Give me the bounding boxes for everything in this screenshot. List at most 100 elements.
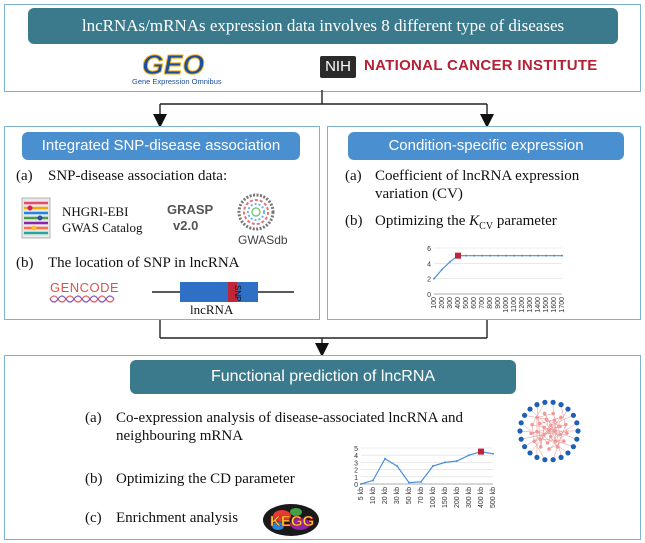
data-point: [545, 255, 547, 257]
series-line: [434, 256, 562, 279]
network-node: [565, 450, 570, 455]
data-point: [473, 255, 475, 257]
network-node: [547, 429, 551, 433]
x-tick-label: 300 kb: [466, 487, 473, 508]
x-tick-label: 300: [447, 297, 454, 309]
x-tick-label: 200: [439, 297, 446, 309]
data-point: [449, 261, 451, 263]
network-node: [551, 457, 556, 462]
network-node: [530, 423, 534, 427]
left-panel-header: Integrated SNP-disease association: [22, 132, 300, 160]
network-node: [551, 400, 556, 405]
x-tick-label: 70 kb: [418, 487, 425, 504]
gencode-text: GENCODE: [50, 280, 119, 295]
x-tick-label: 900: [495, 297, 502, 309]
x-tick-label: 30 kb: [394, 487, 401, 504]
data-point: [553, 255, 555, 257]
network-node: [562, 439, 566, 443]
network-node: [532, 439, 536, 443]
data-point: [537, 255, 539, 257]
network-node: [547, 447, 551, 451]
left-item-a-label: (a): [16, 168, 33, 185]
lncrna-label: lncRNA: [190, 302, 233, 318]
bottom-item-a-line1: Co-expression analysis of disease-associ…: [116, 410, 463, 427]
network-node: [549, 423, 553, 427]
network-node: [535, 416, 539, 420]
network-node: [534, 455, 539, 460]
kegg-logo: KEGG: [262, 502, 320, 538]
network-node: [542, 400, 547, 405]
left-item-b-label: (b): [16, 255, 34, 272]
network-node: [571, 444, 576, 449]
gwasdb-label: GWASdb: [238, 233, 288, 247]
data-point: [384, 458, 386, 460]
x-tick-label: 400 kb: [478, 487, 485, 508]
data-point: [505, 255, 507, 257]
x-tick-label: 5 kb: [358, 487, 365, 500]
data-point: [513, 255, 515, 257]
data-point: [360, 483, 362, 485]
network-node: [535, 430, 539, 434]
right-item-b-text: Optimizing the KCV parameter: [375, 213, 557, 232]
network-node: [558, 425, 562, 429]
data-point: [489, 255, 491, 257]
x-tick-label: 1600: [551, 297, 558, 313]
grasp-line2: v2.0: [173, 218, 198, 233]
left-item-b-text: The location of SNP in lncRNA: [48, 255, 240, 272]
network-node: [542, 426, 546, 430]
data-point: [432, 465, 434, 467]
data-point: [433, 278, 435, 280]
lncrna-block: [180, 282, 258, 302]
x-tick-label: 1300: [527, 297, 534, 313]
network-node: [554, 439, 558, 443]
network-node: [558, 455, 563, 460]
network-node: [559, 416, 563, 420]
network-node: [542, 457, 547, 462]
data-point: [441, 268, 443, 270]
right-panel-header: Condition-specific expression: [348, 132, 624, 160]
series-line: [361, 452, 493, 484]
network-node: [574, 437, 579, 442]
data-point: [481, 255, 483, 257]
x-tick-label: 200 kb: [454, 487, 461, 508]
y-tick-label: 2: [354, 468, 358, 475]
network-node: [546, 441, 550, 445]
grasp-line1: GRASP: [167, 202, 213, 217]
network-node: [565, 431, 569, 435]
network-node: [527, 450, 532, 455]
left-item-a-text: SNP-disease association data:: [48, 168, 227, 185]
nhgri-line1: NHGRI-EBI: [62, 204, 128, 220]
network-node: [538, 437, 542, 441]
network-node: [519, 437, 524, 442]
right-item-a-line1: Coefficient of lncRNA expression: [375, 168, 579, 185]
data-point: [465, 255, 467, 257]
y-tick-label: 3: [354, 460, 358, 467]
y-tick-label: 4: [354, 453, 358, 460]
data-point: [468, 454, 470, 456]
highlight-point: [478, 449, 484, 455]
data-point: [456, 460, 458, 462]
gencode-logo: GENCODE: [48, 280, 124, 306]
network-node: [553, 429, 557, 433]
data-point: [497, 255, 499, 257]
network-node: [559, 433, 563, 437]
bottom-item-b-label: (b): [85, 471, 103, 488]
x-tick-label: 1400: [535, 297, 542, 313]
network-node: [565, 406, 570, 411]
gwasdb-icon: [236, 192, 276, 232]
x-tick-label: 500 kb: [490, 487, 497, 508]
network-node: [574, 420, 579, 425]
bottom-item-c-text: Enrichment analysis: [116, 510, 238, 527]
network-node: [571, 413, 576, 418]
right-item-a-label: (a): [345, 168, 362, 185]
snp-label: SNP: [233, 285, 242, 301]
network-node: [529, 431, 533, 435]
x-tick-label: 150 kb: [442, 487, 449, 508]
y-tick-label: 4: [427, 261, 431, 268]
network-node: [564, 423, 568, 427]
kegg-text: KEGG: [270, 513, 314, 530]
right-item-b-sub: CV: [479, 221, 493, 232]
network-node: [539, 445, 543, 449]
right-item-b-k: K: [469, 213, 479, 229]
